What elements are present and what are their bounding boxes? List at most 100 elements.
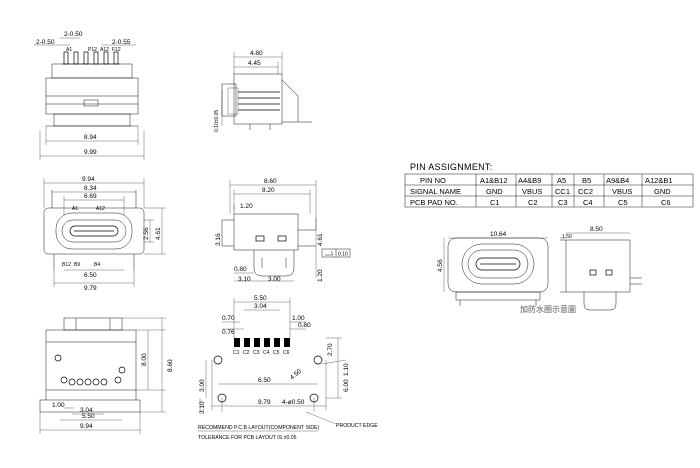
dim-2.56: 2.56 xyxy=(143,227,150,240)
pad-label-c1: C1 xyxy=(233,350,240,356)
dim-3.00-pcb: 3.00 xyxy=(199,379,206,392)
dim-2-0.50-a: 2-0.50 xyxy=(64,31,83,38)
dim-3.10: 3.10 xyxy=(238,276,251,283)
dim-5.50-bot: 5.50 xyxy=(82,413,95,420)
dim-4-ø0.50: 4-ø0.50 xyxy=(282,399,305,406)
dim-3.04-pcb: 3.04 xyxy=(254,303,267,310)
pad-cell-1: C1 xyxy=(490,198,500,207)
signal-cell-1: GND xyxy=(486,187,503,196)
pad-cell-4: C4 xyxy=(583,198,593,207)
pad-label-c3: C3 xyxy=(253,350,260,356)
dim-0.10-tol: 0.10±0.05 xyxy=(214,110,220,132)
pin-header-2: A4&B9 xyxy=(518,176,541,185)
dim-9.94-top: 9.94 xyxy=(82,176,95,183)
pcb-tolerance-note: TOLERANCE FOR PCB LAYOUT IS ±0.05 xyxy=(198,435,297,441)
dim-6.00: 6.00 xyxy=(343,379,350,392)
pad-label-c2: C2 xyxy=(243,350,250,356)
front-view-top: 2-0.50 2-0.50 2-0.55 8.94 9.99 A1 A12 P1… xyxy=(34,31,145,160)
dim-1.00-bot: 1.00 xyxy=(52,402,65,409)
pin-table-grid xyxy=(404,173,694,208)
dim-1.20-a: 1.20 xyxy=(240,203,253,210)
pin-header-1: A1&B12 xyxy=(480,176,508,185)
dim-9.99: 9.99 xyxy=(84,149,97,156)
pad-cell-0: PCB PAD NO. xyxy=(410,198,458,207)
pad-cell-3: C3 xyxy=(558,198,568,207)
dim-1.10: 1.10 xyxy=(343,363,350,376)
pad-label-c5: C5 xyxy=(273,350,280,356)
pin-table-row-pad: PCB PAD NO. C1 C2 C3 C4 C5 C6 xyxy=(410,198,671,207)
pin-header-0: PIN NO xyxy=(420,176,446,185)
dim-3.10-pcb: 3.10 xyxy=(199,401,206,414)
dim-6.50-pcb: 6.50 xyxy=(258,377,271,384)
dim-9.79-top: 9.79 xyxy=(84,285,97,292)
dim-4.61-mid: 4.61 xyxy=(317,233,324,246)
dim-8.34: 8.34 xyxy=(84,185,97,192)
flatness-value: 0.10 xyxy=(338,252,348,258)
dim-5.50-pcb: 5.50 xyxy=(254,295,267,302)
pad-label-c6: C6 xyxy=(283,350,290,356)
bottom-view: 8.00 8.60 1.00 3.04 5.50 9.94 xyxy=(39,317,174,434)
dim-8.60-bot: 8.60 xyxy=(167,359,174,372)
pin-label-p12: P12 xyxy=(88,47,97,53)
waterproof-view: 10.64 8.50 1.50 4.56 加防水圈示意圖 xyxy=(437,226,642,314)
dim-1.50: 1.50 xyxy=(562,234,572,240)
dim-3.04-bot: 3.04 xyxy=(80,407,93,414)
pin-header-4: B5 xyxy=(582,176,591,185)
top-view: 9.94 8.34 6.69 2.56 4.61 6.50 9.79 A1 A1… xyxy=(43,176,166,292)
signal-cell-2: VBUS xyxy=(522,187,542,196)
pin-header-6: A12&B1 xyxy=(645,176,673,185)
pad-label-c4: C4 xyxy=(263,350,270,356)
dim-6.69: 6.69 xyxy=(84,193,97,200)
pin-header-5: A9&B4 xyxy=(606,176,629,185)
pin-label-f12: F12 xyxy=(112,47,121,53)
waterproof-caption: 加防水圈示意圖 xyxy=(520,304,576,314)
pin-table-row-signal: SIGNAL NAME GND VBUS CC1 CC2 VBUS GND xyxy=(410,187,671,196)
dim-9.79-pcb: 9.79 xyxy=(258,399,271,406)
pcb-pad-labels: C1 C2 C3 C4 C5 C6 xyxy=(233,350,290,356)
pin-label-a12: A12 xyxy=(100,47,109,53)
dim-4.50: 4.50 xyxy=(289,368,303,382)
dim-8.94: 8.94 xyxy=(84,134,97,141)
pad-cell-2: C2 xyxy=(528,198,538,207)
pin-label-top-b4: B4 xyxy=(94,262,100,268)
pcb-layout-note: RECOMMEND P.C.B LAYOUT(COMPONENT SIDE) xyxy=(198,425,320,431)
pin-table-header: PIN NO A1&B12 A4&B9 A5 B5 A9&B4 A12&B1 xyxy=(420,176,673,185)
dim-4.45: 4.45 xyxy=(248,60,261,67)
dim-8.20: 8.20 xyxy=(262,187,275,194)
pad-cell-6: C6 xyxy=(661,198,671,207)
dim-4.56: 4.56 xyxy=(437,259,444,272)
pin-header-3: A5 xyxy=(557,176,566,185)
dim-8.60-mid: 8.60 xyxy=(264,178,277,185)
side-view-top: 4.80 4.45 0.10±0.05 xyxy=(214,50,312,132)
dim-0.80-pcb: 0.80 xyxy=(298,322,311,329)
product-edge-label: PRODUCT EDGE xyxy=(336,423,378,429)
dim-3.16: 3.16 xyxy=(215,233,222,246)
dim-6.50-top: 6.50 xyxy=(84,272,97,279)
signal-cell-0: SIGNAL NAME xyxy=(410,187,461,196)
pcb-layout: 5.50 3.04 0.70 0.76 1.00 0.80 2.70 6.50 … xyxy=(198,295,378,441)
dim-8.50: 8.50 xyxy=(590,226,603,233)
dim-2.70: 2.70 xyxy=(327,343,334,356)
dim-8.00: 8.00 xyxy=(141,353,148,366)
dim-0.76: 0.76 xyxy=(222,329,235,336)
pin-assignment: PIN ASSIGNMENT: PIN NO A1&B12 A4&B9 A5 B… xyxy=(404,162,694,208)
pin-assignment-title: PIN ASSIGNMENT: xyxy=(410,162,493,172)
dim-1.00-pcb: 1.00 xyxy=(292,315,305,322)
dim-2-0.50-b: 2-0.50 xyxy=(36,39,55,46)
dim-1.20-b: 1.20 xyxy=(317,269,324,282)
signal-cell-3: CC1 xyxy=(555,187,570,196)
dim-4.80: 4.80 xyxy=(250,50,263,57)
signal-cell-6: GND xyxy=(654,187,671,196)
pin-label-top-a12: A12 xyxy=(96,206,105,212)
dim-9.94-bot: 9.94 xyxy=(80,423,93,430)
pin-label-a1: A1 xyxy=(66,47,72,53)
pin-label-top-b9: B9 xyxy=(74,262,80,268)
signal-cell-4: CC2 xyxy=(578,187,593,196)
pin-label-top-b12: B12 xyxy=(62,262,71,268)
dim-2-0.55: 2-0.55 xyxy=(112,39,131,46)
side-view-mid: 0.10 8.60 8.20 1.20 3.16 0.80 3.10 3.00 … xyxy=(215,178,351,283)
dim-10.64: 10.64 xyxy=(490,231,507,238)
dim-0.80: 0.80 xyxy=(234,266,247,273)
dim-3.00: 3.00 xyxy=(268,276,281,283)
